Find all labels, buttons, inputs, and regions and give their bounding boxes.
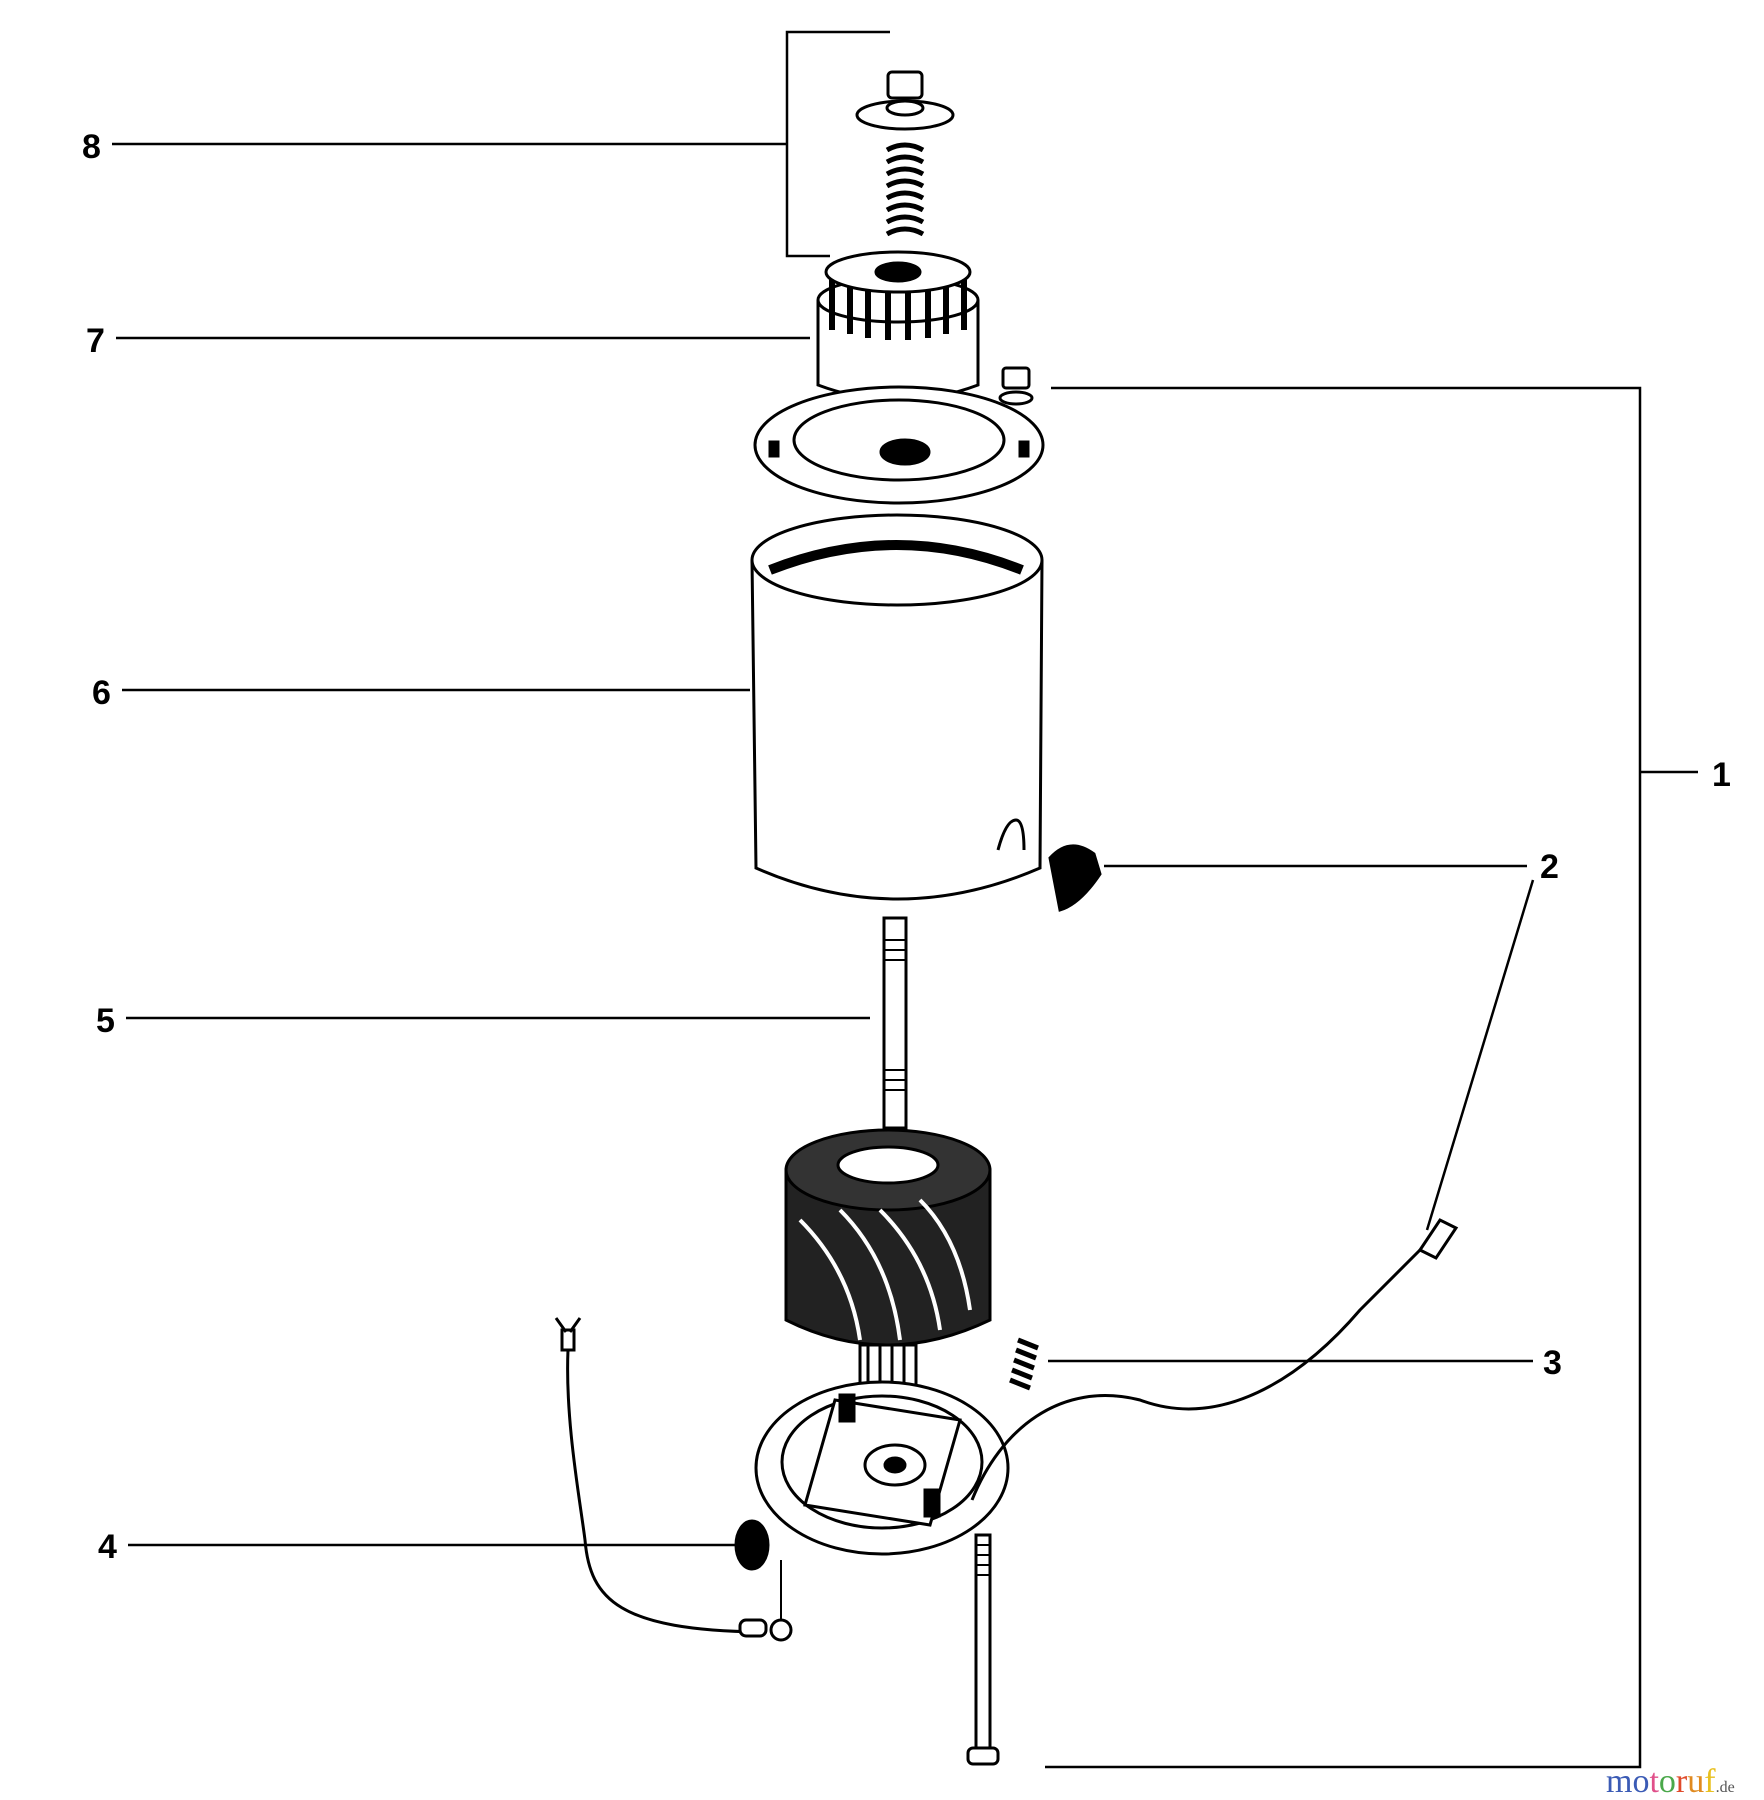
commutator-end-cap <box>754 1380 1010 1556</box>
brush <box>1048 844 1102 912</box>
drive-kit <box>855 70 955 237</box>
wire-connector <box>738 1618 768 1638</box>
brush-spring <box>1009 1337 1039 1391</box>
callout-7: 7 <box>86 322 105 360</box>
callout-6: 6 <box>92 674 111 712</box>
drive-end-plate <box>753 385 1045 505</box>
housing <box>750 513 1044 901</box>
insulator-grommet <box>734 1519 770 1571</box>
drive-pinion <box>816 250 980 402</box>
callout-3: 3 <box>1543 1344 1562 1382</box>
armature <box>784 916 992 1392</box>
through-bolt-nut <box>998 366 1034 406</box>
ground-wire <box>566 1349 761 1634</box>
callout-4: 4 <box>98 1528 117 1566</box>
callout-2: 2 <box>1540 848 1559 886</box>
brush-lead-wire <box>970 1238 1432 1501</box>
terminal-lead <box>554 1317 582 1352</box>
bracket-8 <box>785 30 890 258</box>
callout-1: 1 <box>1712 756 1731 794</box>
leader-lines <box>112 30 1698 1769</box>
bracket-1 <box>1045 386 1642 1769</box>
leader-2b <box>1425 879 1535 1231</box>
through-bolt <box>966 1533 1000 1766</box>
ring-terminal <box>769 1618 793 1642</box>
callout-labels: 8 7 6 5 4 2 3 1 <box>82 128 1731 1566</box>
callout-5: 5 <box>96 1002 115 1040</box>
watermark-logo: motoruf.de <box>1606 1763 1735 1800</box>
callout-8: 8 <box>82 128 101 166</box>
brush-lead-terminal <box>1417 1218 1459 1260</box>
